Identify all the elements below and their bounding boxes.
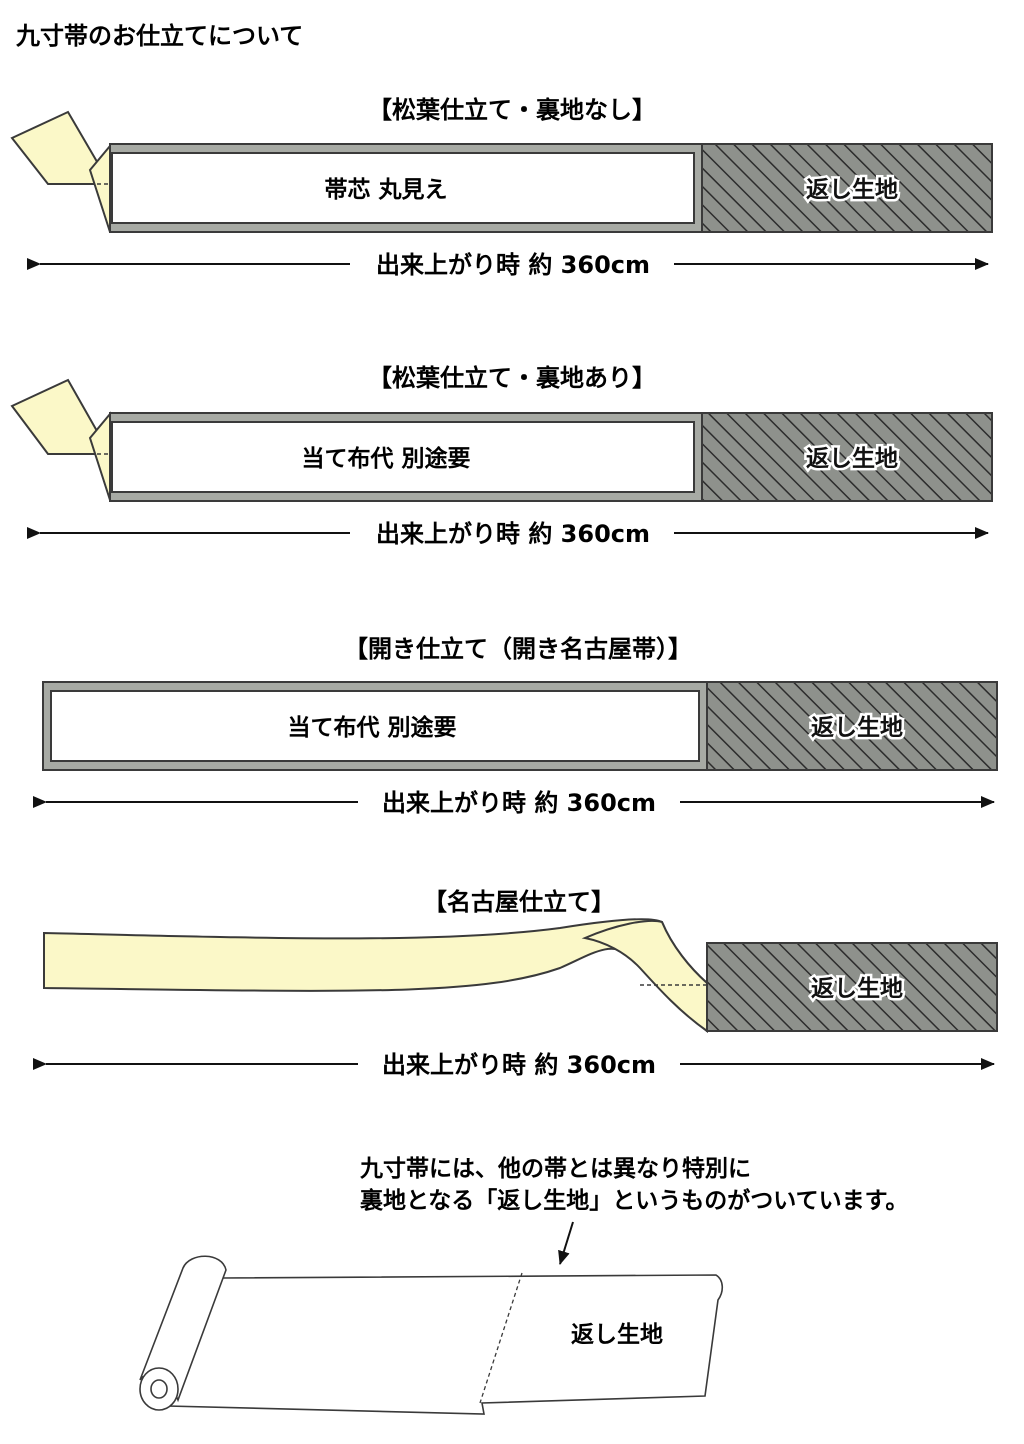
- folded-flap: [10, 378, 112, 501]
- body-label: 当て布代 別途要: [287, 714, 456, 741]
- return-fabric-panel: [706, 942, 998, 1032]
- roll-label: 返し生地: [571, 1322, 663, 1348]
- return-fabric-panel: [701, 143, 993, 233]
- obi-body: [109, 412, 703, 502]
- pointer-arrow: [558, 1221, 574, 1265]
- section-hiraki: 【開き仕立て（開き名古屋帯）】 当て布代 別途要 返し生地 出来上がり時 約 3…: [33, 635, 998, 817]
- measure-label: 出来上がり時 約 360cm: [382, 1051, 656, 1079]
- measure-label: 出来上がり時 約 360cm: [376, 251, 650, 279]
- return-fabric-panel: [706, 681, 998, 771]
- return-fabric-panel: [701, 412, 993, 502]
- note-line-2: 裏地となる「返し生地」というものがついています。: [359, 1187, 908, 1214]
- return-fabric-label: 返し生地: [806, 446, 898, 472]
- note-line-1: 九寸帯には、他の帯とは異なり特別に: [359, 1155, 751, 1182]
- return-fabric-label: 返し生地: [811, 976, 903, 1002]
- section-title: 【開き仕立て（開き名古屋帯）】: [344, 635, 692, 663]
- measure-label: 出来上がり時 約 360cm: [376, 520, 650, 548]
- body-label: 当て布代 別途要: [301, 445, 470, 472]
- section-matsuba-with-lining: 【松葉仕立て・裏地あり】 当て布代 別途要 返し生地 出来上がり時 約 360c…: [10, 364, 993, 548]
- section-matsuba-no-lining: 【松葉仕立て・裏地なし】 帯芯 丸見え 返し生地 出来上がり時 約 360cm: [10, 96, 993, 279]
- section-title: 【名古屋仕立て】: [423, 888, 615, 916]
- fabric-roll-illustration: [139, 1255, 724, 1415]
- return-fabric-label: 返し生地: [811, 715, 903, 741]
- fold-shadow: [581, 919, 708, 1033]
- obi-body: [109, 143, 703, 233]
- obi-body: [42, 681, 708, 771]
- section-title: 【松葉仕立て・裏地なし】: [368, 96, 656, 124]
- return-fabric-label: 返し生地: [806, 177, 898, 203]
- measure-label: 出来上がり時 約 360cm: [382, 789, 656, 817]
- section-title: 【松葉仕立て・裏地あり】: [368, 364, 656, 392]
- page-title: 九寸帯のお仕立てについて: [15, 22, 303, 50]
- folded-flap: [10, 110, 112, 233]
- body-label: 帯芯 丸見え: [324, 176, 447, 203]
- section-nagoya: 【名古屋仕立て】 返し生地 出来上がり時 約 360cm: [33, 888, 998, 1079]
